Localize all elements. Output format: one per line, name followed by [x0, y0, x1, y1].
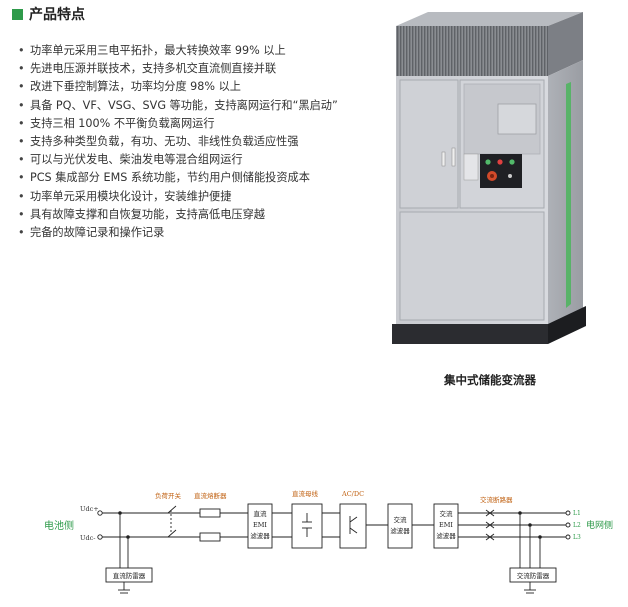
- feature-item: 具有故障支撑和自恢复功能，支持高低电压穿越: [18, 206, 338, 224]
- feature-item: 先进电压源并联技术，支持多机交直流侧直接并联: [18, 60, 338, 78]
- feature-item: 支持多种类型负载，有功、无功、非线性负载适应性强: [18, 133, 338, 151]
- feature-item: 功率单元采用三电平拓扑，最大转换效率 99% 以上: [18, 42, 338, 60]
- product-caption: 集中式储能变流器: [444, 373, 536, 387]
- line-label-l3: L3: [573, 534, 581, 541]
- dc-emi-label-2: EMI: [253, 521, 267, 529]
- ac-surge-label: 交流防雷器: [517, 571, 550, 580]
- acdc-label: AC/DC: [341, 490, 364, 498]
- circuit-diagram: 电池侧 电网侧 Udc+ Udc- 负荷开关 直流熔断器 直流母线 AC/DC …: [44, 489, 613, 594]
- ac-emi-label-1: 交流: [440, 509, 454, 518]
- feature-item: 改进下垂控制算法，功率均分度 98% 以上: [18, 78, 338, 96]
- feature-item: 可以与光伏发电、柴油发电等混合组网运行: [18, 151, 338, 169]
- feature-list: 功率单元采用三电平拓扑，最大转换效率 99% 以上 先进电压源并联技术，支持多机…: [18, 42, 338, 242]
- load-switch-label: 负荷开关: [155, 491, 182, 500]
- feature-item: PCS 集成部分 EMS 系统功能，节约用户侧储能投资成本: [18, 169, 338, 187]
- line-label-l1: L1: [573, 510, 581, 517]
- feature-item: 完备的故障记录和操作记录: [18, 224, 338, 242]
- ac-emi-label-3: 滤波器: [436, 531, 456, 540]
- feature-item: 支持三相 100% 不平衡负载离网运行: [18, 115, 338, 133]
- dc-fuse-label: 直流熔断器: [194, 491, 227, 500]
- feature-item: 具备 PQ、VF、VSG、SVG 等功能，支持离网运行和“黑启动”: [18, 97, 338, 115]
- grid-side-label: 电网侧: [586, 519, 613, 531]
- feature-item: 功率单元采用模块化设计，安装维护便捷: [18, 188, 338, 206]
- ac-filter-label-2: 滤波器: [390, 526, 410, 535]
- section-header: 产品特点: [12, 4, 85, 24]
- ac-breaker-label: 交流断路器: [480, 495, 513, 504]
- dc-surge-label: 直流防雷器: [113, 571, 146, 580]
- udc-plus-label: Udc+: [80, 505, 99, 513]
- udc-minus-label: Udc-: [80, 534, 95, 542]
- dc-emi-label-3: 滤波器: [250, 531, 270, 540]
- ac-filter-label-1: 交流: [394, 515, 408, 524]
- battery-side-label: 电池侧: [44, 519, 74, 532]
- section-marker-icon: [12, 8, 23, 20]
- ac-emi-label-2: EMI: [439, 521, 453, 529]
- dc-emi-label-1: 直流: [254, 509, 268, 518]
- dc-bus-label: 直流母线: [292, 489, 319, 498]
- line-label-l2: L2: [573, 522, 581, 529]
- cabinet-image: [392, 12, 586, 344]
- section-title: 产品特点: [29, 7, 85, 23]
